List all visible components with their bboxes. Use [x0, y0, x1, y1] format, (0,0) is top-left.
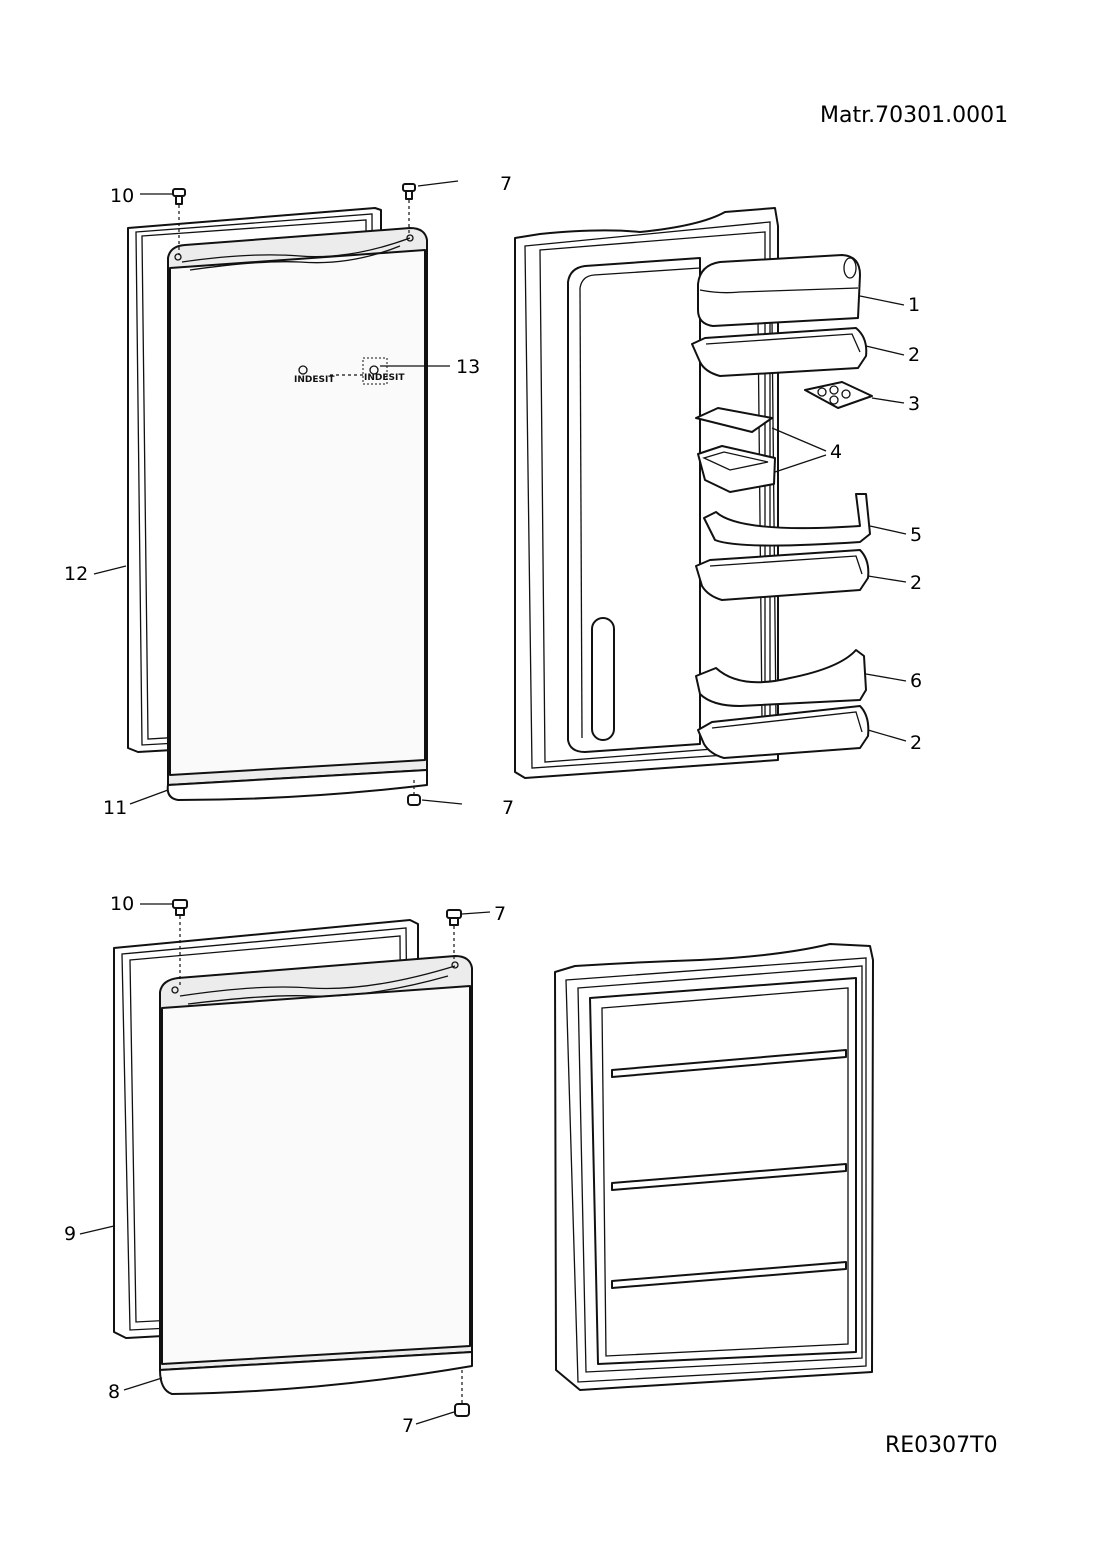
door-top-cover	[697, 254, 861, 327]
freezer-liner-ridge-3	[611, 1261, 847, 1289]
callout-7-mid: 7	[502, 797, 514, 819]
callout-2-top: 2	[908, 344, 920, 366]
badge-text-right: INDESIT	[364, 373, 405, 383]
callout-10-top: 10	[110, 185, 134, 207]
callout-4: 4	[830, 441, 842, 463]
hinge-cover-plug-bottom-left	[172, 899, 188, 988]
callout-1: 1	[908, 294, 920, 316]
callout-6: 6	[910, 670, 922, 692]
door-balcony-shelf-2	[695, 549, 870, 601]
badge-text-left: INDESIT	[294, 375, 335, 385]
freezer-door-liner	[554, 943, 874, 1391]
model-code: Matr.70301.0001	[820, 103, 1008, 128]
bottle-retainer-bar	[703, 493, 871, 547]
callout-5: 5	[910, 524, 922, 546]
callout-12: 12	[64, 563, 88, 585]
callout-8: 8	[108, 1381, 120, 1403]
small-container-lid	[695, 407, 773, 433]
hinge-pin-freezer-bottom	[454, 1370, 470, 1417]
leader-lines	[79, 180, 907, 1425]
egg-tray	[804, 381, 873, 409]
callout-labels: 10 7 13 12 11 7 1 2 3 4 5 2 6 2 10 7 9 8…	[64, 173, 922, 1437]
bottle-retainer	[695, 649, 867, 707]
fridge-door-liner-group	[514, 207, 873, 779]
hinge-cover-plug-top-left	[172, 188, 186, 255]
hinge-pin-bottom-right	[407, 780, 421, 806]
hinge-pin-top-right	[402, 183, 416, 234]
callout-7-freezer-top: 7	[494, 903, 506, 925]
callout-2-bottom: 2	[910, 732, 922, 754]
fridge-door-group: INDESIT INDESIT	[127, 183, 428, 806]
freezer-liner-ridge-1	[611, 1049, 847, 1078]
callout-7-top: 7	[500, 173, 512, 195]
callout-13: 13	[456, 356, 480, 378]
freezer-door-group	[113, 899, 473, 1417]
small-container	[697, 445, 776, 493]
callout-9: 9	[64, 1223, 76, 1245]
hinge-pin-freezer-top	[446, 909, 462, 962]
callout-7-freezer-bottom: 7	[402, 1415, 414, 1437]
drawing-code: RE0307T0	[885, 1433, 998, 1458]
freezer-liner-ridge-2	[611, 1163, 847, 1191]
freezer-door	[159, 954, 473, 1395]
fridge-door	[166, 226, 428, 801]
callout-3: 3	[908, 393, 920, 415]
door-balcony-shelf-3	[697, 705, 870, 759]
door-balcony-shelf-1	[691, 327, 868, 377]
callout-11: 11	[103, 797, 127, 819]
brand-badge: INDESIT INDESIT	[294, 357, 405, 385]
callout-10-bottom: 10	[110, 893, 134, 915]
callout-2-mid: 2	[910, 572, 922, 594]
